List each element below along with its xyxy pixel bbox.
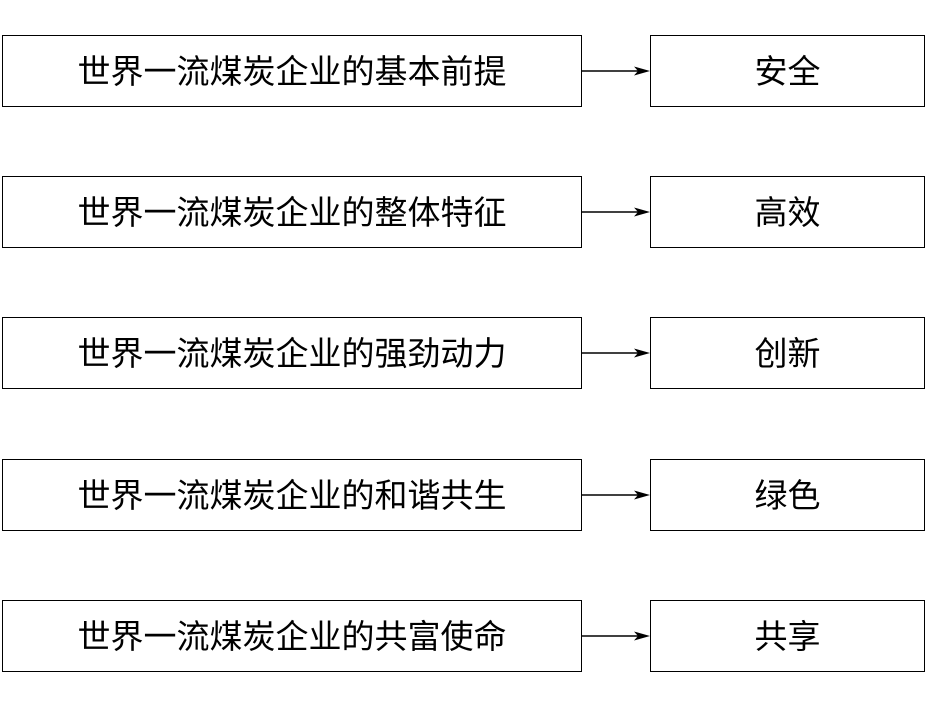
- diagram-row: 世界一流煤炭企业的和谐共生 绿色: [0, 459, 926, 531]
- value-box: 高效: [650, 176, 925, 248]
- right-arrow-icon: [582, 631, 650, 641]
- concept-box: 世界一流煤炭企业的强劲动力: [2, 317, 582, 389]
- value-label: 创新: [754, 333, 821, 373]
- diagram-row: 世界一流煤炭企业的整体特征 高效: [0, 176, 926, 248]
- right-arrow-icon: [582, 66, 650, 76]
- concept-box: 世界一流煤炭企业的整体特征: [2, 176, 582, 248]
- value-box: 安全: [650, 35, 925, 107]
- concept-label: 世界一流煤炭企业的基本前提: [77, 51, 507, 91]
- right-arrow-icon: [582, 490, 650, 500]
- right-arrow-icon: [582, 348, 650, 358]
- value-label: 绿色: [754, 475, 821, 515]
- value-label: 安全: [754, 51, 821, 91]
- concept-label: 世界一流煤炭企业的和谐共生: [77, 475, 507, 515]
- concept-box: 世界一流煤炭企业的基本前提: [2, 35, 582, 107]
- diagram-row: 世界一流煤炭企业的强劲动力 创新: [0, 317, 926, 389]
- diagram-row: 世界一流煤炭企业的基本前提 安全: [0, 35, 926, 107]
- value-label: 高效: [754, 192, 821, 232]
- concept-label: 世界一流煤炭企业的强劲动力: [77, 333, 507, 373]
- value-box: 创新: [650, 317, 925, 389]
- value-box: 共享: [650, 600, 925, 672]
- value-label: 共享: [754, 616, 821, 656]
- concept-label: 世界一流煤炭企业的整体特征: [77, 192, 507, 232]
- value-box: 绿色: [650, 459, 925, 531]
- concept-label: 世界一流煤炭企业的共富使命: [77, 616, 507, 656]
- concept-box: 世界一流煤炭企业的和谐共生: [2, 459, 582, 531]
- right-arrow-icon: [582, 207, 650, 217]
- diagram-row: 世界一流煤炭企业的共富使命 共享: [0, 600, 926, 672]
- concept-box: 世界一流煤炭企业的共富使命: [2, 600, 582, 672]
